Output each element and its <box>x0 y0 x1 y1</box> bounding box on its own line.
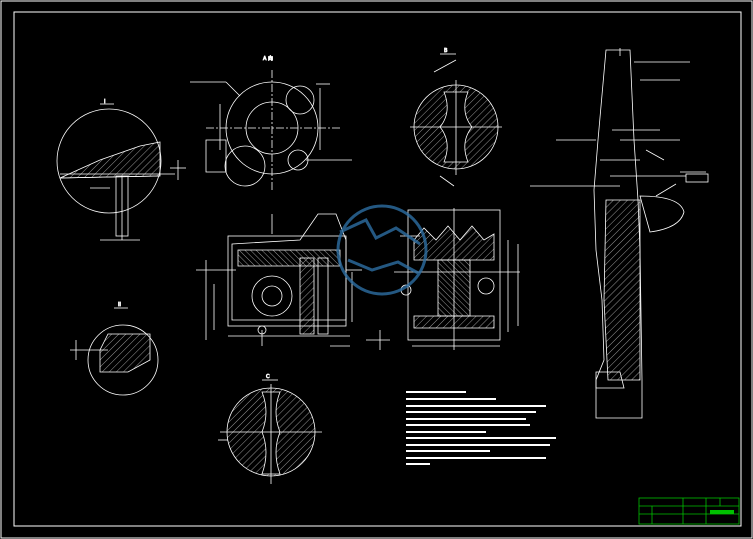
section-c: C <box>218 374 322 484</box>
logo-watermark <box>336 204 428 296</box>
section-b: B <box>410 48 502 187</box>
view-a-label: A 向 <box>263 55 273 62</box>
wheel-assembly-view <box>366 208 520 350</box>
detail-ii-label: II <box>118 302 121 308</box>
technical-notes-block <box>406 391 556 465</box>
side-elevation-view <box>530 48 709 419</box>
section-b-label: B <box>444 48 448 54</box>
detail-i-label: I <box>104 99 105 105</box>
view-a: A 向 <box>190 55 352 190</box>
section-c-label: C <box>266 374 270 380</box>
detail-view-ii: II <box>70 302 159 396</box>
title-block <box>638 497 740 525</box>
main-assembly-view <box>196 213 362 347</box>
detail-view-i: I <box>56 99 186 241</box>
